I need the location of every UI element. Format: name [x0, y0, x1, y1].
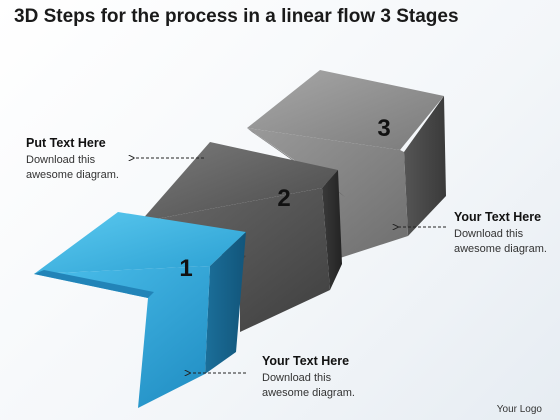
left-callout-heading: Put Text Here [26, 136, 106, 150]
left-callout-body: Download this awesome diagram. [26, 154, 119, 181]
page-title: 3D Steps for the process in a linear flo… [14, 6, 459, 27]
right-callout-body: Download this awesome diagram. [454, 228, 547, 255]
logo-text: Your Logo [496, 404, 542, 415]
bottom-callout-heading: Your Text Here [262, 354, 350, 368]
bottom-callout-body: Download this awesome diagram. [262, 372, 355, 399]
bottom-callout: Your Text Here Download this awesome dia… [262, 354, 387, 401]
left-callout: Put Text Here Download this awesome diag… [26, 136, 151, 183]
step-3-number: 3 [377, 115, 390, 142]
step-1-number: 1 [179, 255, 192, 282]
step-2-number: 2 [277, 185, 290, 212]
right-callout: Your Text Here Download this awesome dia… [454, 210, 554, 257]
right-callout-heading: Your Text Here [454, 210, 542, 224]
step-1-chevron: 1 [34, 212, 246, 408]
